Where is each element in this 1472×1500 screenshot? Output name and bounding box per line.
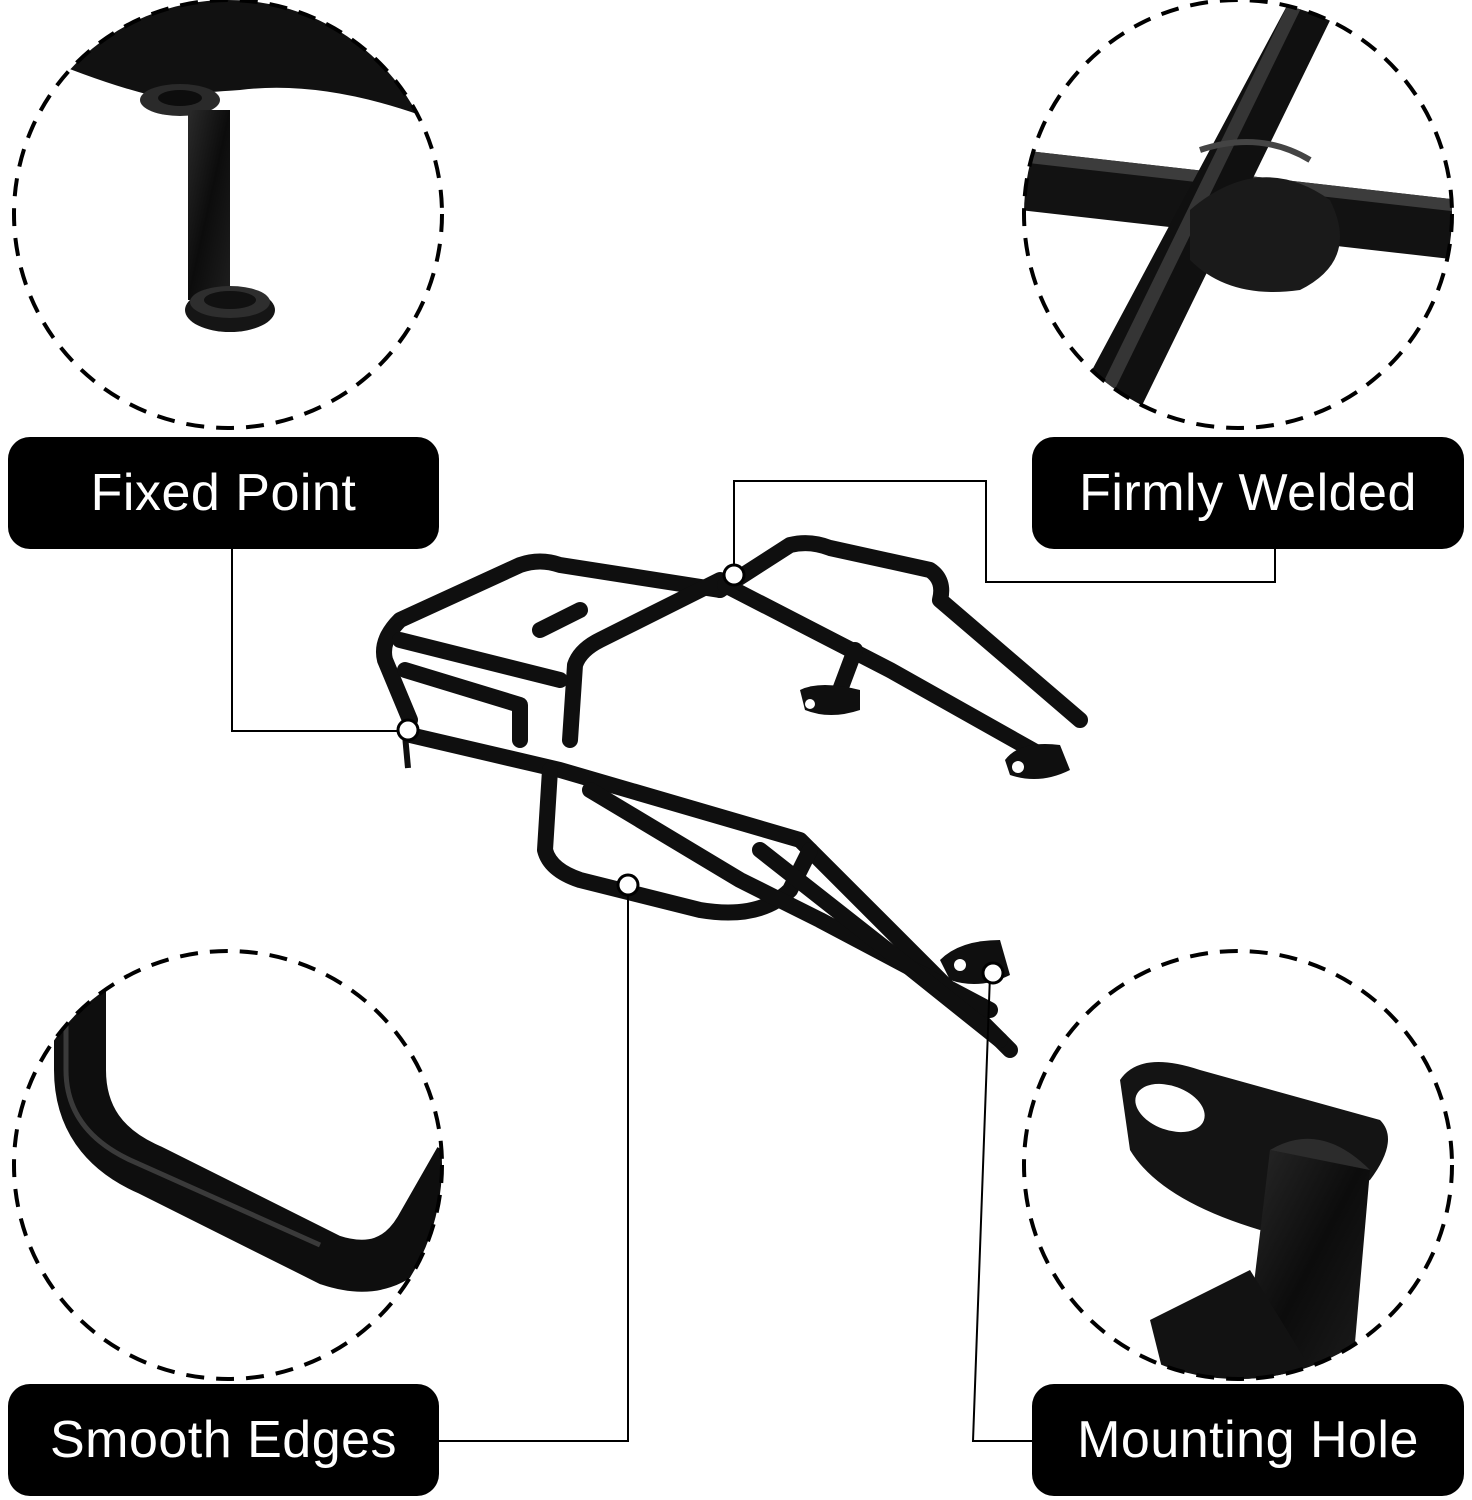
callout-dots xyxy=(396,563,1005,985)
detail-circle-firmly-welded xyxy=(1022,0,1454,430)
label-fixed-point: Fixed Point xyxy=(8,437,439,549)
detail-circle-mounting-hole xyxy=(1022,949,1454,1381)
leader-lines xyxy=(231,480,1276,1442)
dot-smooth-edges xyxy=(616,873,640,897)
label-fixed-point-text: Fixed Point xyxy=(90,464,357,522)
label-firmly-welded: Firmly Welded xyxy=(1032,437,1464,549)
label-smooth-edges: Smooth Edges xyxy=(8,1384,439,1496)
label-mounting-hole-text: Mounting Hole xyxy=(1077,1411,1419,1469)
label-mounting-hole: Mounting Hole xyxy=(1032,1384,1464,1496)
rack-brackets xyxy=(402,685,1070,984)
detail-circle-smooth-edges xyxy=(12,949,444,1381)
dot-mounting-hole xyxy=(981,961,1005,985)
dot-fixed-point xyxy=(396,718,420,742)
luggage-rack xyxy=(376,535,1088,1058)
detail-circle-fixed-point xyxy=(12,0,444,430)
dot-firmly-welded xyxy=(722,563,746,587)
label-smooth-edges-text: Smooth Edges xyxy=(49,1411,398,1469)
label-firmly-welded-text: Firmly Welded xyxy=(1079,464,1417,522)
